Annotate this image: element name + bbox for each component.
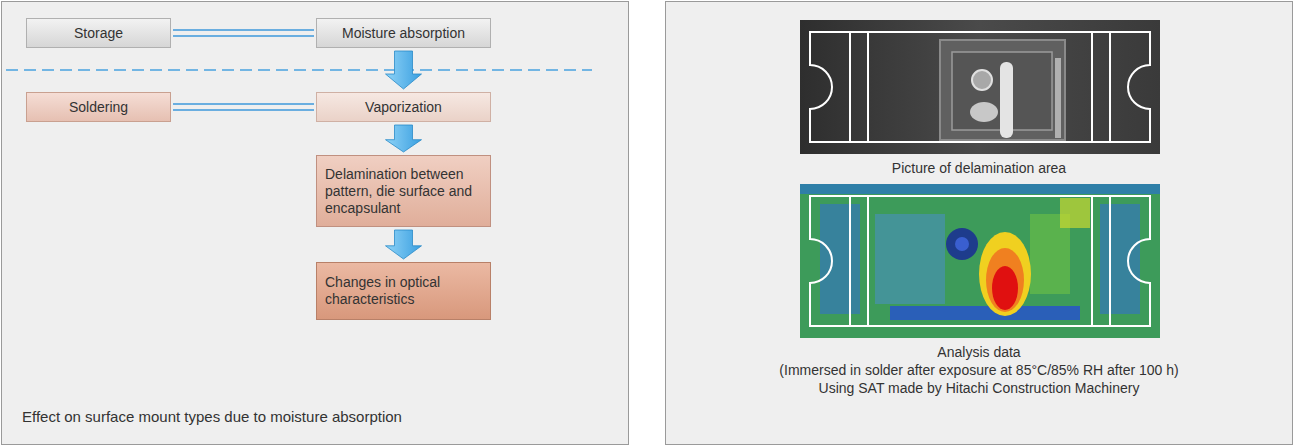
box-text: Soldering xyxy=(35,99,162,116)
caption-text: (Immersed in solder after exposure at 85… xyxy=(666,362,1292,379)
caption-text: Analysis data xyxy=(666,344,1292,361)
process-box: Vaporization xyxy=(316,92,491,122)
box-text: Moisture absorption xyxy=(325,25,482,42)
block-arrow xyxy=(386,51,422,89)
caption-text: Using SAT made by Hitachi Construction M… xyxy=(666,380,1292,397)
left-panel xyxy=(2,2,629,445)
process-box: Changes in optical characteristics xyxy=(316,262,491,320)
sat-analysis-image xyxy=(800,184,1160,338)
delamination-photo xyxy=(800,20,1160,154)
process-box: Delamination between pattern, die surfac… xyxy=(316,155,491,227)
double-line xyxy=(173,104,314,110)
dashed-divider xyxy=(6,69,592,71)
double-line xyxy=(173,30,314,36)
process-box: Soldering xyxy=(26,92,171,122)
box-text: Delamination between pattern, die surfac… xyxy=(325,166,482,217)
caption-text: Picture of delamination area xyxy=(666,160,1292,177)
caption-text: Effect on surface mount types due to moi… xyxy=(22,408,622,425)
box-text: Storage xyxy=(35,25,162,42)
box-text: Vaporization xyxy=(325,99,482,116)
box-text: Changes in optical characteristics xyxy=(325,274,482,308)
right-panel xyxy=(666,2,1293,445)
process-box: Moisture absorption xyxy=(316,18,491,48)
block-arrow xyxy=(386,125,422,152)
block-arrow xyxy=(386,230,422,259)
process-box: Storage xyxy=(26,18,171,48)
